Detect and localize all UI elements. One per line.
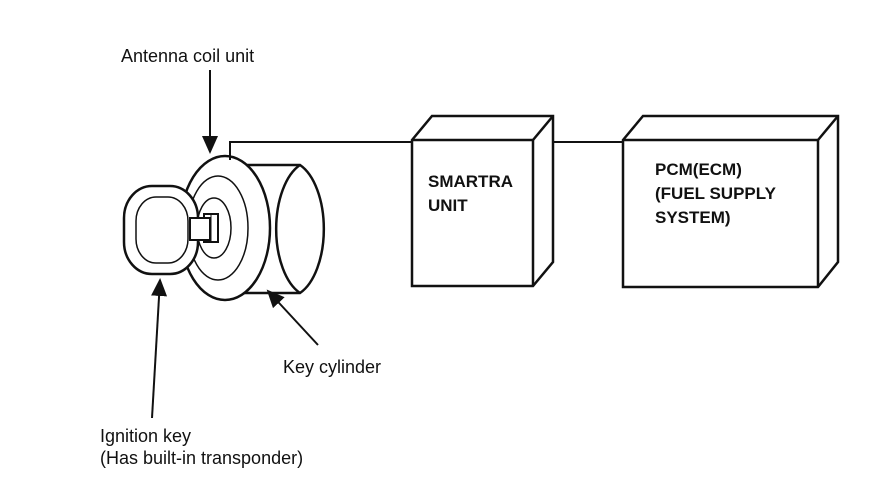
smartra-unit-label-line-1: SMARTRA	[428, 172, 513, 191]
smartra-unit-box	[410, 114, 555, 288]
ignition-key-label: Ignition key (Has built-in transponder)	[100, 425, 303, 469]
antenna-coil-unit-label: Antenna coil unit	[121, 46, 255, 66]
connection-line-cylinder-smartra	[229, 141, 412, 160]
pcm-ecm-box	[621, 114, 840, 289]
pcm-ecm-label: PCM(ECM) (FUEL SUPPLY SYSTEM)	[655, 158, 776, 230]
ignition-key-shape	[122, 184, 211, 276]
pcm-ecm-label-line-2: (FUEL SUPPLY	[655, 184, 776, 203]
ignition-key-label-line-2: (Has built-in transponder)	[100, 448, 304, 468]
ignition-key-pointer-arrow	[151, 278, 168, 419]
smartra-unit-label-line-2: UNIT	[428, 196, 468, 215]
key-cylinder-label: Key cylinder	[283, 357, 382, 377]
pcm-ecm-label-line-3: SYSTEM)	[655, 208, 731, 227]
key-cylinder-pointer-arrow	[266, 289, 319, 346]
pcm-ecm-label-line-1: PCM(ECM)	[655, 160, 742, 179]
smartra-unit-label: SMARTRA UNIT	[428, 170, 513, 218]
ignition-key-label-line-1: Ignition key	[100, 426, 192, 446]
